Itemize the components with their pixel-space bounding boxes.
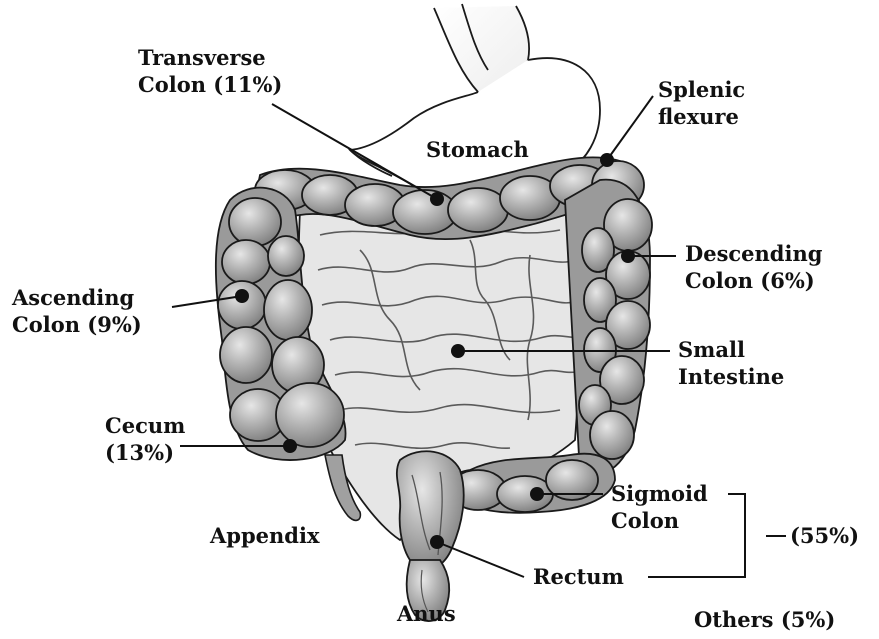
- label-stomach: Stomach: [426, 136, 529, 163]
- marker-cecum: [283, 439, 297, 453]
- marker-small-intestine: [451, 344, 465, 358]
- label-splenic-flexure: Splenic flexure: [658, 76, 745, 130]
- label-rectum: Rectum: [533, 563, 624, 590]
- label-sigmoid-colon: Sigmoid Colon: [611, 480, 708, 534]
- label-splenic-line1: Splenic: [658, 76, 745, 103]
- label-transverse-colon: Transverse Colon (11%): [138, 44, 282, 98]
- label-ascending-line2: Colon (9%): [12, 311, 142, 338]
- label-stomach-line1: Stomach: [426, 136, 529, 163]
- label-ascending-line1: Ascending: [12, 284, 142, 311]
- label-cecum: Cecum (13%): [105, 412, 185, 466]
- label-others: Others (5%): [694, 606, 835, 633]
- marker-transverse: [430, 192, 444, 206]
- label-small-intestine: Small Intestine: [678, 336, 784, 390]
- label-cecum-line1: Cecum: [105, 412, 185, 439]
- label-rectum-line1: Rectum: [533, 563, 624, 590]
- descending-colon: [565, 180, 652, 477]
- label-descending-line2: Colon (6%): [685, 267, 822, 294]
- label-cecum-line2: (13%): [105, 439, 185, 466]
- marker-sigmoid: [530, 487, 544, 501]
- label-descending-colon: Descending Colon (6%): [685, 240, 822, 294]
- label-group-percent: (55%): [790, 522, 859, 549]
- marker-splenic: [600, 153, 614, 167]
- leader-splenic: [607, 96, 653, 160]
- label-group-percent-text: (55%): [790, 522, 859, 549]
- label-small-intestine-line2: Intestine: [678, 363, 784, 390]
- label-descending-line1: Descending: [685, 240, 822, 267]
- label-sigmoid-line2: Colon: [611, 507, 708, 534]
- label-transverse-line1: Transverse: [138, 44, 282, 71]
- marker-rectum: [430, 535, 444, 549]
- label-appendix: Appendix: [210, 522, 319, 549]
- label-sigmoid-line1: Sigmoid: [611, 480, 708, 507]
- label-ascending-colon: Ascending Colon (9%): [12, 284, 142, 338]
- leader-rectum: [437, 542, 524, 577]
- marker-ascending: [235, 289, 249, 303]
- rectum: [397, 451, 464, 570]
- label-others-line1: Others (5%): [694, 606, 835, 633]
- label-splenic-line2: flexure: [658, 103, 745, 130]
- marker-descending: [621, 249, 635, 263]
- label-anus: Anus: [397, 600, 456, 627]
- label-anus-line1: Anus: [397, 600, 456, 627]
- label-small-intestine-line1: Small: [678, 336, 784, 363]
- label-appendix-line1: Appendix: [210, 522, 319, 549]
- label-transverse-line2: Colon (11%): [138, 71, 282, 98]
